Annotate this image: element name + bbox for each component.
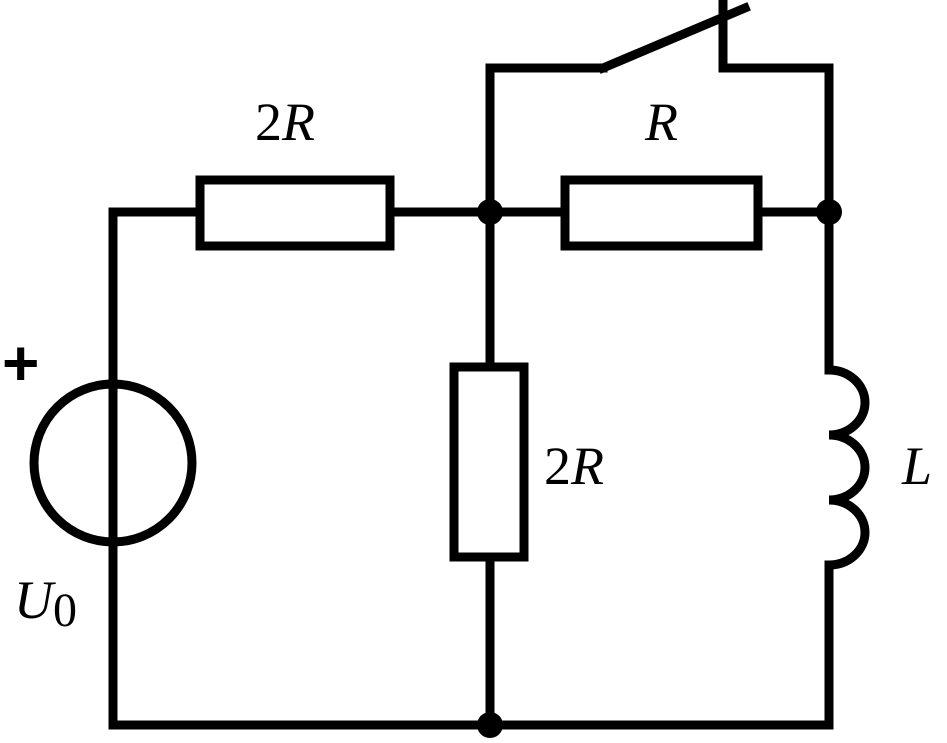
inductor-label: L: [901, 436, 932, 496]
source-polarity-label: +: [2, 327, 39, 399]
resistor-series-symbol: R: [281, 92, 315, 152]
wire-switch-right: [718, 0, 834, 217]
source-label: U0: [14, 570, 77, 637]
resistor-shunt-label: 2R: [544, 436, 604, 496]
wire-switch-left: [485, 63, 608, 217]
resistor-bypassed-r: [560, 175, 763, 251]
source-label-name: U: [14, 570, 56, 630]
resistor-shunt-symbol: R: [570, 436, 604, 496]
junction-node-right-top: [816, 199, 842, 225]
resistor-series-2r: [195, 175, 395, 251]
resistor-bypassed-symbol: R: [644, 92, 678, 152]
resistor-shunt-coefficient: 2: [544, 436, 571, 496]
resistor-series-coefficient: 2: [255, 92, 282, 152]
junction-node-middle-top: [477, 199, 503, 225]
resistor-shunt-2r: [449, 362, 529, 562]
resistor-bypassed-label: R: [644, 92, 678, 152]
inductor-icon: [828, 365, 870, 570]
resistor-series-label: 2R: [255, 92, 315, 152]
junction-node-bottom: [477, 712, 503, 738]
source-label-subscript: 0: [53, 584, 77, 637]
